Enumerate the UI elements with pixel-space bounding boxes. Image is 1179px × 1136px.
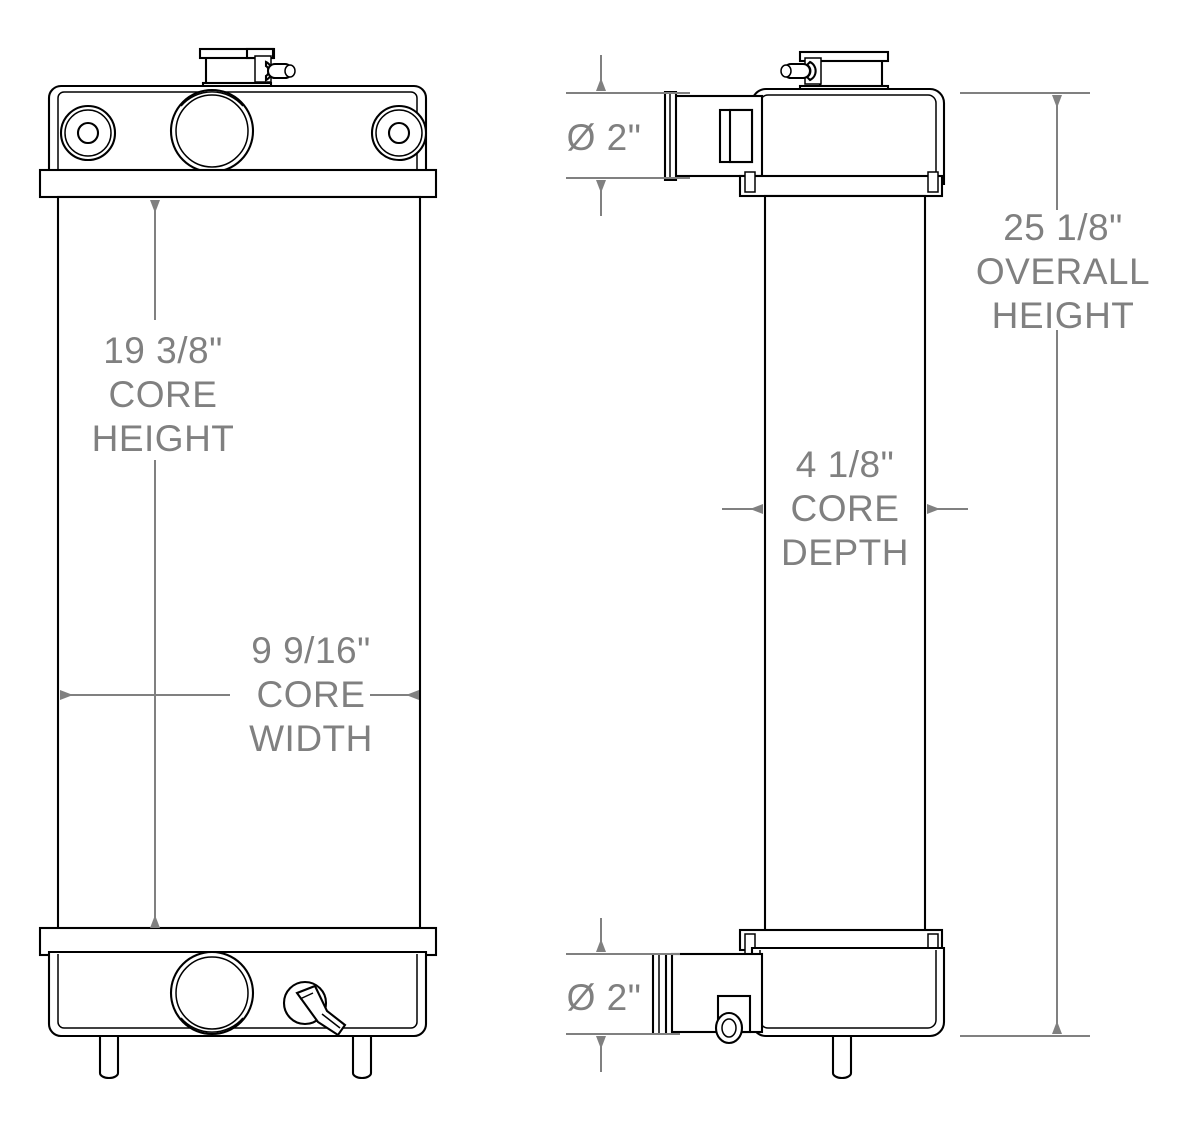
side-upper-header-band: [738, 174, 944, 198]
inlet-diameter-dimension: Ø 2": [566, 55, 690, 216]
front-upper-header-band: [38, 168, 438, 199]
core-width-dimension: 9 9/16" CORE WIDTH: [60, 630, 419, 759]
front-drain-petcock: [282, 980, 347, 1037]
side-filler-cap: [780, 50, 890, 94]
core-height-label-2: HEIGHT: [92, 418, 235, 459]
front-foot-right: [351, 1034, 373, 1080]
front-upper-tank: [47, 84, 428, 183]
side-upper-header-tab-right: [927, 171, 939, 193]
side-core: [763, 194, 927, 934]
core-height-value: 19 3/8": [103, 330, 223, 371]
core-depth-value: 4 1/8": [796, 444, 894, 485]
core-depth-dimension: 4 1/8" CORE DEPTH: [722, 444, 968, 573]
core-depth-label-1: CORE: [791, 488, 900, 529]
front-foot-left: [98, 1034, 120, 1080]
inlet-diameter-value: Ø 2": [567, 117, 642, 158]
front-view: [38, 47, 438, 1080]
overall-height-label-1: OVERALL: [976, 251, 1150, 292]
outlet-diameter-dimension: Ø 2": [566, 918, 680, 1072]
front-core: [56, 195, 422, 932]
core-height-label-1: CORE: [109, 374, 218, 415]
side-lower-tank: [750, 946, 946, 1038]
side-foot: [831, 1034, 853, 1080]
outlet-diameter-value: Ø 2": [567, 977, 642, 1018]
side-upper-tank: [750, 87, 946, 186]
side-view: [651, 50, 946, 1080]
front-filler-cap: [198, 47, 296, 91]
overall-height-dimension: 25 1/8" OVERALL HEIGHT: [960, 92, 1150, 1037]
overall-height-value: 25 1/8": [1003, 207, 1123, 248]
side-upper-inlet-neck: [663, 90, 764, 182]
side-upper-header-tab-left: [744, 171, 756, 193]
core-width-value: 9 9/16": [251, 630, 371, 671]
side-lower-outlet-neck: [651, 952, 764, 1045]
front-lower-header-band: [38, 926, 438, 957]
core-width-label-1: CORE: [257, 674, 366, 715]
overall-height-label-2: HEIGHT: [992, 295, 1135, 336]
front-lower-tank: [47, 950, 428, 1080]
core-depth-label-2: DEPTH: [781, 532, 909, 573]
core-width-label-2: WIDTH: [249, 718, 373, 759]
